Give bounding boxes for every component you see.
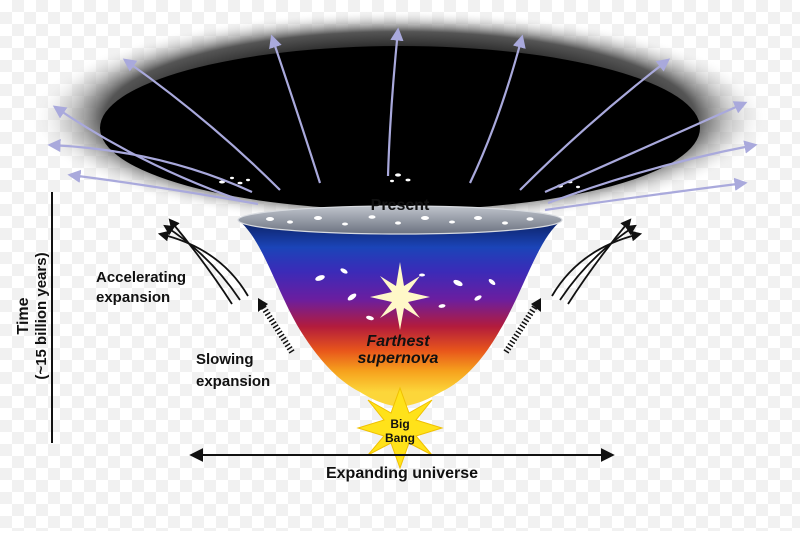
expansion-arrows (47, 27, 758, 212)
present-galaxies (266, 215, 534, 226)
farthest-supernova-label-line2: supernova (358, 350, 439, 367)
accelerating-expansion-label-line1: Accelerating (96, 269, 186, 286)
supernova-star-icon (370, 262, 430, 330)
accelerating-expansion-label-line2: expansion (96, 289, 170, 306)
expansion-arrow-5 (269, 34, 322, 184)
expansion-arrow-10 (547, 140, 758, 205)
time-axis-label-line1: Time (15, 297, 32, 334)
big-bang-label-line2: Bang (385, 431, 415, 445)
slowing-expansion-label-line2: expansion (196, 373, 270, 390)
farthest-supernova-label-line1: Farthest (366, 333, 430, 350)
universe-halo-core (100, 46, 700, 210)
bottom-strip (0, 531, 800, 555)
expansion-arrow-3 (67, 169, 259, 206)
expansion-arrow-8 (519, 58, 671, 191)
expanding-universe-diagram: Present Farthest supernova Big Bang Acce… (15, 10, 770, 482)
funnel-galaxies (315, 268, 496, 321)
expansion-arrow-7 (469, 34, 526, 184)
accelerating-arrows-right (551, 218, 643, 305)
time-axis-label-line2: (~15 billion years) (33, 252, 50, 379)
expansion-arrow-6 (386, 27, 404, 177)
expansion-arrow-9 (544, 101, 748, 194)
slowing-arrow-left (258, 298, 295, 354)
present-label: Present (371, 197, 430, 214)
slowing-expansion-label-line1: Slowing (196, 351, 254, 368)
expansion-arrow-1 (52, 105, 241, 202)
expansion-arrow-2 (47, 138, 253, 194)
expansion-arrow-4 (122, 58, 281, 191)
slowing-arrow-right (503, 298, 541, 354)
accelerating-arrows-left (157, 218, 249, 305)
expansion-arrow-11 (544, 177, 748, 212)
expanding-universe-label: Expanding universe (326, 465, 478, 482)
present-rim (237, 205, 563, 235)
big-bang-label-line1: Big (390, 417, 409, 431)
